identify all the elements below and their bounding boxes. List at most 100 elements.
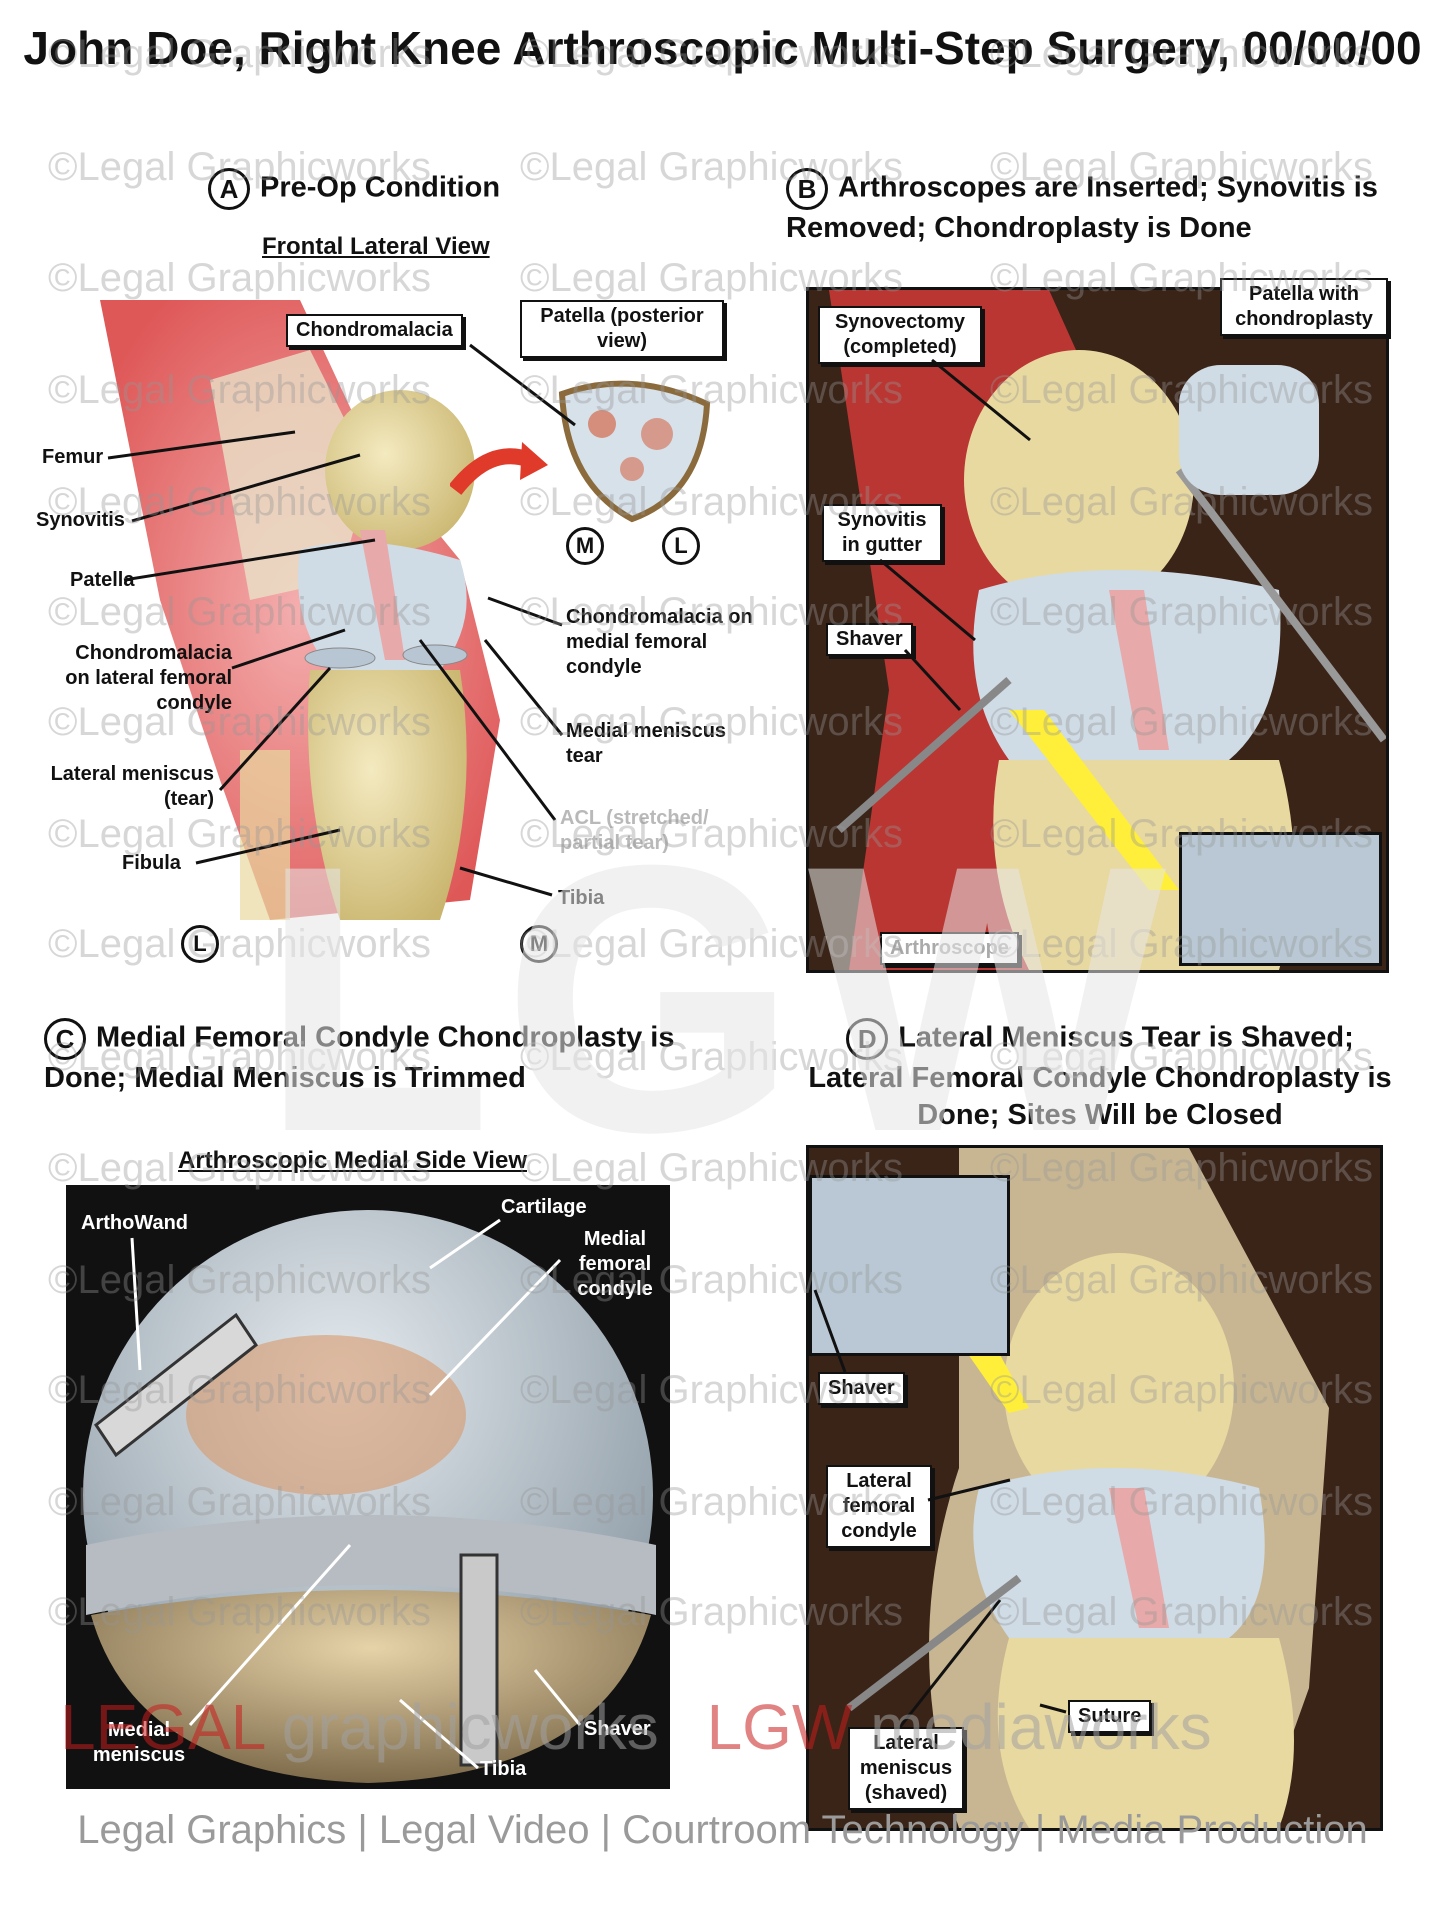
label-chondromalacia-lateral: Chondromalacia on lateral femoral condyl… — [65, 642, 232, 714]
brand-watermark: LEGAL graphicworks LGW mediaworks — [60, 1690, 1212, 1764]
watermark: ©Legal Graphicworks — [520, 145, 903, 189]
inset-shaver-closeup — [1179, 832, 1382, 966]
lateral-marker-patella: L — [662, 527, 700, 565]
label-lateral-femoral-condyle: Lateral femoral condyle — [826, 1465, 932, 1548]
label-patella-with-chondroplasty: Patella with chondroplasty — [1220, 278, 1388, 336]
label-arthowand: ArthoWand — [81, 1212, 189, 1234]
watermark: ©Legal Graphicworks — [48, 368, 431, 412]
section-b-title: Arthroscopes are Inserted; Synovitis is … — [786, 171, 1378, 244]
watermark: ©Legal Graphicworks — [48, 922, 431, 966]
section-c-title: Medial Femoral Condyle Chondroplasty is … — [44, 1021, 675, 1094]
label-tibia-a: Tibia — [558, 887, 605, 909]
label-patella: Patella — [70, 569, 135, 591]
medial-marker-patella: M — [566, 527, 604, 565]
watermark: ©Legal Graphicworks — [990, 368, 1373, 412]
label-chondromalacia-medial: Chondromalacia on medial femoral condyle — [566, 606, 753, 678]
watermark: ©Legal Graphicworks — [520, 1368, 903, 1412]
watermark: ©Legal Graphicworks — [990, 1368, 1373, 1412]
section-a-title: Pre-Op Condition — [260, 171, 501, 204]
label-medial-femoral-condyle: Medial femoral condyle — [577, 1228, 653, 1300]
watermark: ©Legal Graphicworks — [990, 480, 1373, 524]
label-suture: Suture — [1068, 1700, 1152, 1733]
watermark: ©Legal Graphicworks — [990, 700, 1373, 744]
inset-shaver-closeup-d — [809, 1175, 1010, 1356]
watermark: ©Legal Graphicworks — [48, 1368, 431, 1412]
watermark: ©Legal Graphicworks — [990, 145, 1373, 189]
arthroscopic-medial-view-illustration — [83, 1210, 656, 1783]
knee-arthroscopy-illustration-b — [829, 290, 1386, 970]
brand-lgw: LGW — [706, 1691, 853, 1763]
watermark: ©Legal Graphicworks — [520, 1480, 903, 1524]
section-d-title: Lateral Meniscus Tear is Shaved; Lateral… — [808, 1021, 1392, 1131]
brand-graphicworks: graphicworks — [281, 1691, 659, 1763]
section-a-heading: A Pre-Op Condition — [208, 168, 500, 210]
watermark: ©Legal Graphicworks — [520, 1258, 903, 1302]
watermark: ©Legal Graphicworks — [990, 922, 1373, 966]
watermark: ©Legal Graphicworks — [990, 590, 1373, 634]
watermark: ©Legal Graphicworks — [48, 700, 431, 744]
section-d-letter: D — [846, 1018, 889, 1060]
label-synovitis: Synovitis — [36, 509, 125, 531]
label-lateral-meniscus-shaved: Lateral meniscus (shaved) — [848, 1727, 964, 1810]
medial-marker-a: M — [520, 925, 558, 963]
watermark: ©Legal Graphicworks — [520, 812, 903, 856]
label-patella-posterior-box: Patella (posterior view) — [520, 300, 724, 358]
section-c-subtitle: Arthroscopic Medial Side View — [178, 1147, 527, 1174]
watermark: ©Legal Graphicworks — [520, 368, 903, 412]
label-fibula: Fibula — [122, 852, 181, 874]
watermark: ©Legal Graphicworks — [48, 480, 431, 524]
watermark: ©Legal Graphicworks — [48, 590, 431, 634]
watermark: ©Legal Graphicworks — [520, 922, 903, 966]
watermark: ©Legal Graphicworks — [520, 480, 903, 524]
watermark: ©Legal Graphicworks — [520, 1035, 903, 1079]
watermark: ©Legal Graphicworks — [48, 1146, 431, 1190]
panel-c — [66, 1185, 670, 1789]
page-title: John Doe, Right Knee Arthroscopic Multi-… — [23, 22, 1422, 74]
lgw-logo-watermark: LGW — [260, 786, 1177, 1211]
label-synovectomy: Synovectomy (completed) — [818, 306, 982, 364]
label-shaver-b: Shaver — [826, 623, 913, 656]
label-lateral-meniscus: Lateral meniscus (tear) — [50, 763, 214, 810]
section-a-letter: A — [208, 168, 250, 210]
arrow-icon — [450, 442, 548, 496]
watermark: ©Legal Graphicworks — [520, 590, 903, 634]
watermark: ©Legal Graphicworks — [990, 256, 1373, 300]
watermark: ©Legal Graphicworks — [990, 812, 1373, 856]
watermark: ©Legal Graphicworks — [990, 1258, 1373, 1302]
label-arthroscope: Arthroscope — [880, 932, 1019, 965]
label-medial-meniscus-tear: Medial meniscus tear — [566, 720, 727, 767]
label-shaver-d: Shaver — [818, 1372, 905, 1405]
watermark: ©Legal Graphicworks — [48, 256, 431, 300]
watermark: ©Legal Graphicworks — [48, 812, 431, 856]
label-chondromalacia-box: Chondromalacia — [286, 314, 463, 347]
watermark: ©Legal Graphicworks — [48, 1035, 431, 1079]
patella-chondroplasty-illustration — [1179, 365, 1319, 495]
watermark: ©Legal Graphicworks — [990, 1146, 1373, 1190]
label-synovitis-in-gutter: Synovitis in gutter — [822, 504, 942, 562]
watermark: ©Legal Graphicworks — [520, 256, 903, 300]
watermark: ©Legal Graphicworks — [520, 700, 903, 744]
watermark: ©Legal Graphicworks — [48, 145, 431, 189]
label-acl: ACL (stretched/ partial tear) — [560, 807, 709, 854]
patella-posterior-illustration — [558, 380, 711, 523]
watermark: ©Legal Graphicworks — [48, 32, 431, 76]
label-tibia-c: Tibia — [480, 1758, 527, 1780]
label-cartilage: Cartilage — [501, 1196, 587, 1218]
footer-tagline: Legal Graphics | Legal Video | Courtroom… — [77, 1808, 1368, 1852]
watermark: ©Legal Graphicworks — [520, 1590, 903, 1634]
watermark: ©Legal Graphicworks — [48, 1480, 431, 1524]
watermark: ©Legal Graphicworks — [990, 1590, 1373, 1634]
section-c-letter: C — [44, 1018, 86, 1060]
label-medial-meniscus: Medial meniscus — [92, 1719, 186, 1766]
lateral-marker-a: L — [181, 925, 219, 963]
watermark: ©Legal Graphicworks — [990, 32, 1373, 76]
panel-d — [806, 1145, 1383, 1831]
watermark: ©Legal Graphicworks — [48, 1590, 431, 1634]
label-femur: Femur — [42, 446, 104, 468]
section-b-letter: B — [786, 168, 828, 210]
